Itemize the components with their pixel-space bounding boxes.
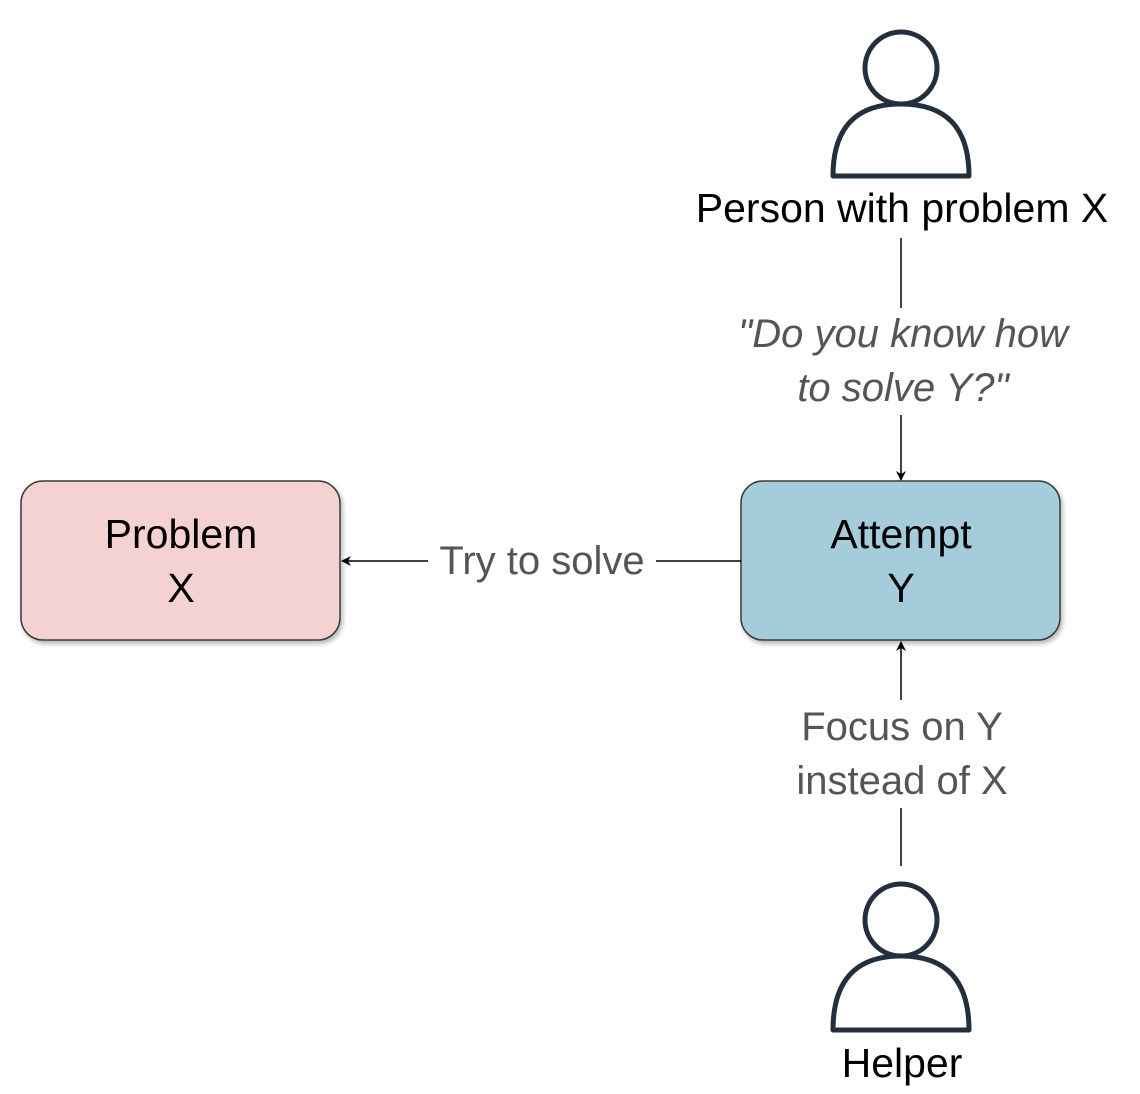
- problem-label-line1: Problem: [105, 511, 258, 557]
- helper-user-icon: [830, 881, 972, 1033]
- attempt-box: [740, 480, 1061, 641]
- attempt-label-line1: Attempt: [830, 511, 972, 557]
- attempt-node: Attempt Y: [740, 480, 1061, 641]
- question-edge-label-line2: to solve Y?": [797, 366, 1010, 410]
- person-label: Person with problem X: [696, 185, 1108, 231]
- attempt-label-line2: Y: [887, 565, 914, 611]
- person-user-icon: [830, 29, 972, 179]
- problem-label-line2: X: [167, 565, 194, 611]
- focus-edge-label-line1: Focus on Y: [801, 705, 1003, 749]
- problem-box: [20, 480, 341, 641]
- problem-node: Problem X: [20, 480, 341, 641]
- try-edge-label: Try to solve: [439, 539, 644, 583]
- question-edge-label-line1: "Do you know how: [738, 312, 1071, 356]
- focus-edge-label-line2: instead of X: [796, 759, 1007, 803]
- helper-label: Helper: [842, 1040, 963, 1086]
